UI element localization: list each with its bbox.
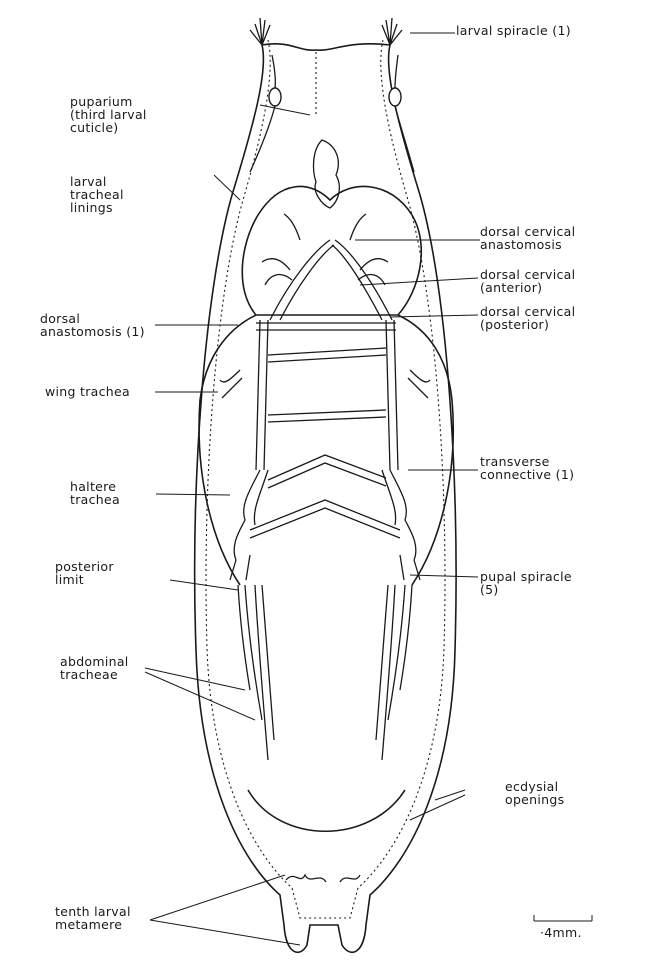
label-haltere-trachea: haltere trachea bbox=[70, 480, 120, 506]
label-dorsal-anastomosis: dorsal anastomosis (1) bbox=[40, 312, 145, 338]
label-larval-tracheal-linings: larval tracheal linings bbox=[70, 175, 124, 214]
label-dorsal-cervical-anterior: dorsal cervical (anterior) bbox=[480, 268, 575, 294]
leader-lines bbox=[145, 33, 480, 945]
puparium-inner-dashed bbox=[206, 40, 445, 918]
main-trunk-right bbox=[386, 320, 398, 470]
label-wing-trachea: wing trachea bbox=[45, 385, 130, 398]
label-dorsal-cervical-posterior: dorsal cervical (posterior) bbox=[480, 305, 575, 331]
larval-spiracle-right bbox=[382, 18, 402, 45]
larval-spiracle-left bbox=[250, 18, 270, 45]
label-larval-spiracle: larval spiracle (1) bbox=[456, 24, 571, 37]
label-tenth-larval-metamere: tenth larval metamere bbox=[55, 905, 131, 931]
label-transverse-connective: transverse connective (1) bbox=[480, 455, 574, 481]
puparium-outline bbox=[195, 45, 456, 952]
scale-bar bbox=[534, 915, 592, 921]
label-abdominal-tracheae: abdominal tracheae bbox=[60, 655, 129, 681]
label-pupal-spiracle: pupal spiracle (5) bbox=[480, 570, 572, 596]
label-ecdysial-openings: ecdysial openings bbox=[505, 780, 564, 806]
label-puparium: puparium (third larval cuticle) bbox=[70, 95, 147, 134]
cephalopharynx bbox=[314, 140, 340, 208]
label-dorsal-cervical-anastomosis: dorsal cervical anastomosis bbox=[480, 225, 646, 251]
abdominal-tracheae-right bbox=[376, 585, 412, 760]
scale-bar-label: ·4mm. bbox=[540, 926, 582, 939]
main-trunk-left bbox=[256, 320, 268, 470]
ecdysial-line bbox=[248, 790, 405, 831]
label-posterior-limit: posterior limit bbox=[55, 560, 114, 586]
anterior-collar bbox=[262, 44, 390, 50]
abdominal-tracheae-left bbox=[238, 585, 274, 760]
